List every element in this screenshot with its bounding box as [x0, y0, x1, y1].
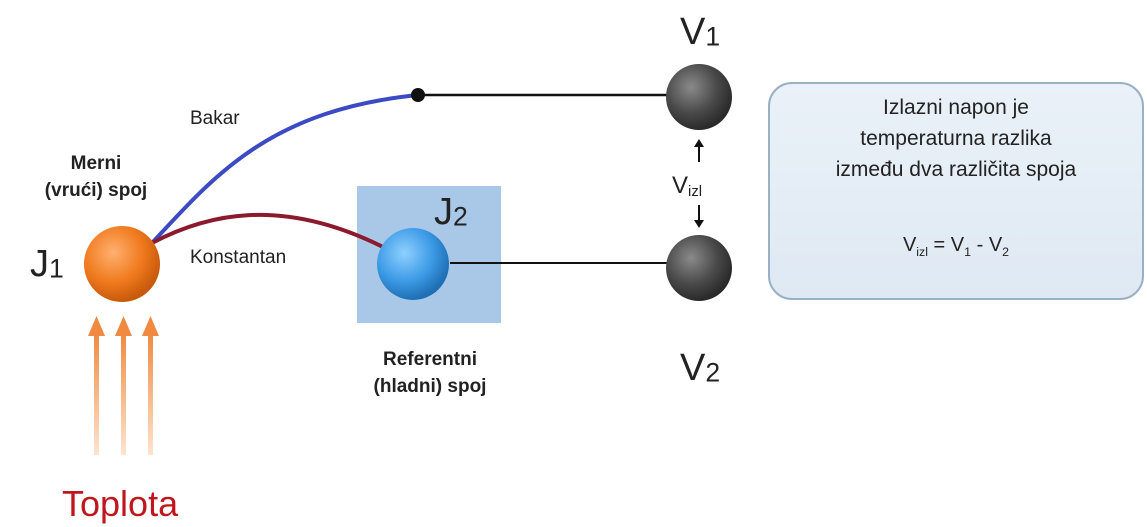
copper-wire — [150, 93, 419, 245]
j2-index: 2 — [453, 201, 468, 232]
formula-t1-letter: V — [950, 234, 965, 256]
info-box: Izlazni napon je temperaturna razlika iz… — [768, 82, 1144, 300]
constantan-wire-label: Konstantan — [190, 247, 287, 268]
formula-minus: - — [971, 234, 989, 256]
heat-arrows — [88, 316, 159, 455]
reference-junction-line1: Referentni — [383, 349, 477, 370]
v1-letter: V — [680, 11, 706, 53]
output-voltage-label: Vizl — [672, 172, 702, 206]
vout-arrow-up — [694, 139, 704, 162]
terminal-v1-label: V1 — [680, 12, 720, 56]
formula-t1-sub: 1 — [964, 245, 972, 259]
j2-letter: J — [434, 191, 453, 233]
formula-t2-letter: V — [988, 234, 1003, 256]
info-line3: između dva različita spoja — [835, 158, 1077, 181]
info-text: Izlazni napon je temperaturna razlika iz… — [770, 92, 1142, 185]
measuring-junction-label: Merni (vrući) spoj — [34, 150, 158, 204]
terminal-v1 — [666, 64, 732, 130]
formula-equals: = — [927, 234, 951, 256]
reference-junction-label: Referentni (hladni) spoj — [360, 346, 500, 400]
v2-index: 2 — [705, 357, 721, 388]
j1-letter: J — [30, 243, 49, 285]
constantan-wire — [151, 212, 386, 250]
vout-sub: izl — [688, 183, 703, 200]
info-line2: temperaturna razlika — [860, 127, 1052, 150]
terminal-v2-label: V2 — [680, 348, 720, 392]
hot-junction-sphere — [84, 226, 160, 302]
junction-j1-label: J1 — [30, 244, 64, 288]
vout-arrow-down — [694, 205, 704, 228]
terminal-v2 — [666, 235, 732, 301]
vout-letter: V — [672, 172, 689, 199]
reference-junction-line2: (hladni) spoj — [373, 376, 487, 397]
cold-junction-sphere — [377, 228, 449, 300]
formula-lhs-sub: izl — [916, 245, 928, 259]
junction-j2-label: J2 — [434, 192, 468, 236]
v2-letter: V — [680, 347, 706, 389]
measuring-junction-line1: Merni — [70, 153, 122, 174]
formula-lhs-letter: V — [902, 234, 917, 256]
formula-t2-sub: 2 — [1002, 245, 1010, 259]
v1-index: 1 — [705, 21, 721, 52]
copper-wire-label: Bakar — [190, 108, 240, 129]
heat-label: Toplota — [62, 483, 179, 524]
j1-index: 1 — [49, 253, 64, 284]
voltage-formula: Vizl = V1 - V2 — [770, 234, 1142, 259]
wire-joint-dot — [411, 88, 425, 102]
measuring-junction-line2: (vrući) spoj — [44, 180, 148, 201]
info-line1: Izlazni napon je — [883, 96, 1029, 119]
